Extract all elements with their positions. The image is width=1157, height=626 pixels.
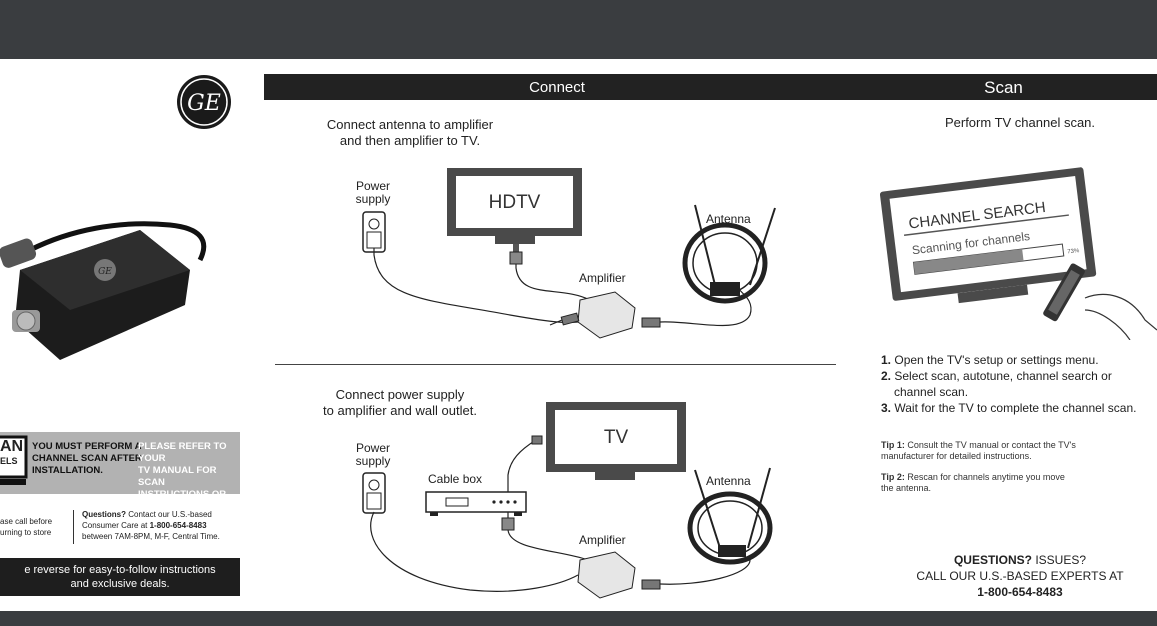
- step-number: 1.: [881, 353, 892, 367]
- scan-notice-box: AN ELS YOU MUST PERFORM A CHANNEL SCAN A…: [0, 432, 240, 524]
- step-number: 2.: [881, 369, 892, 383]
- section-divider: [275, 364, 836, 365]
- scan-icon-text-2: ELS: [0, 456, 18, 466]
- reverse-note-line: and exclusive deals.: [70, 578, 170, 590]
- notice-dark-line: INSTALLATION.: [32, 465, 103, 476]
- questions-label: QUESTIONS?: [953, 553, 1032, 567]
- power-supply-label: Power supply: [349, 180, 397, 206]
- caption-line: Connect antenna to amplifier: [326, 117, 494, 132]
- connect-header: Connect: [264, 74, 850, 100]
- logo-text: GE: [187, 91, 221, 116]
- screen-percent: 73%: [1067, 248, 1080, 255]
- care-prefix: Consumer Care at: [82, 521, 150, 530]
- tip-label: Tip 2:: [881, 472, 905, 482]
- scan-tip-1: Tip 1: Consult the TV manual or contact …: [881, 440, 1157, 462]
- caption-line: and then amplifier to TV.: [339, 133, 481, 148]
- questions-text: Contact our U.S.-based: [126, 510, 212, 519]
- call-line: CALL OUR U.S.-BASED EXPERTS AT: [916, 569, 1124, 583]
- caption-line: to amplifier and wall outlet.: [323, 403, 477, 418]
- connect-diagram-top: [362, 168, 776, 339]
- tip-text-cont: the antenna.: [881, 483, 932, 493]
- divider: [73, 510, 74, 544]
- ge-logo-icon: GE: [177, 75, 231, 129]
- step-text: Select scan, autotune, channel search or: [894, 369, 1112, 383]
- connect-diagram-bottom: [362, 402, 773, 599]
- tv-label: TV: [603, 427, 629, 448]
- notice-light-line: TV MANUFACTURER.: [138, 513, 236, 524]
- amplifier-label: Amplifier: [579, 533, 626, 547]
- scan-steps: 1. Open the TV's setup or settings menu.…: [881, 352, 1157, 416]
- bottom-bar: [0, 611, 1157, 626]
- questions-block: QUESTIONS? ISSUES? CALL OUR U.S.-BASED E…: [905, 552, 1135, 600]
- connect-top-caption: Connect antenna to amplifier and then am…: [300, 117, 520, 149]
- questions-label: Questions?: [82, 510, 127, 519]
- step-text: Wait for the TV to complete the channel …: [894, 401, 1137, 415]
- cable-box-label: Cable box: [428, 472, 483, 486]
- notice-dark-line: CHANNEL SCAN AFTER: [32, 453, 142, 464]
- amplifier-label: Amplifier: [579, 271, 626, 285]
- reverse-note-banner: e reverse for easy-to-follow instruction…: [0, 558, 240, 596]
- phone-number: 1-800-654-8483: [977, 585, 1063, 599]
- issues-label: ISSUES?: [1031, 553, 1087, 567]
- scan-progress-fill: [913, 249, 1024, 275]
- reverse-note-line: e reverse for easy-to-follow instruction…: [24, 564, 216, 576]
- care-phone: 1-800-654-8483: [149, 521, 207, 530]
- step-number: 3.: [881, 401, 892, 415]
- care-hours: between 7AM-8PM, M-F, Central Time.: [82, 532, 220, 541]
- caption-line: Connect power supply: [335, 387, 465, 402]
- label-line: supply: [355, 192, 391, 206]
- tip-text-cont: manufacturer for detailed instructions.: [881, 451, 1032, 461]
- svg-text:GE: GE: [98, 267, 112, 277]
- label-line: supply: [355, 454, 391, 468]
- tip-label: Tip 1:: [881, 440, 905, 450]
- notice-light-line: INSTRUCTIONS OR CALL: [138, 489, 227, 512]
- connect-bottom-caption: Connect power supply to amplifier and wa…: [300, 387, 500, 419]
- step-text: Open the TV's setup or settings menu.: [894, 353, 1099, 367]
- scan-subtitle: Perform TV channel scan.: [944, 115, 1096, 130]
- antenna-label: Antenna: [706, 212, 751, 226]
- tip-text: Rescan for channels anytime you move: [904, 472, 1065, 482]
- antenna-label: Antenna: [706, 474, 751, 488]
- return-note-line: ase call before: [0, 517, 53, 526]
- consumer-care-info: Questions? Contact our U.S.-based Consum…: [82, 509, 220, 542]
- top-bar: [0, 0, 1157, 59]
- amplifier-product-image: GE: [0, 221, 207, 360]
- step-text-cont: channel scan.: [894, 385, 969, 399]
- notice-dark-line: YOU MUST PERFORM A: [32, 441, 142, 452]
- hdtv-label: HDTV: [488, 192, 541, 213]
- tip-text: Consult the TV manual or contact the TV'…: [904, 440, 1076, 450]
- scan-icon-text-1: AN: [0, 438, 24, 455]
- notice-light-line: PLEASE REFER TO YOUR: [138, 441, 227, 464]
- scan-tip-2: Tip 2: Rescan for channels anytime you m…: [881, 472, 1157, 494]
- channel-search-illustration: CHANNEL SEARCH Scanning for channels 73%: [880, 167, 1157, 340]
- power-supply-label: Power supply: [349, 442, 397, 468]
- scan-header: Scan: [850, 74, 1157, 100]
- label-line: Power: [355, 441, 390, 455]
- tv-scan-icon: [0, 435, 28, 485]
- notice-light-line: TV MANUAL FOR SCAN: [138, 465, 217, 488]
- return-note-line: urning to store: [0, 528, 52, 537]
- label-line: Power: [355, 179, 390, 193]
